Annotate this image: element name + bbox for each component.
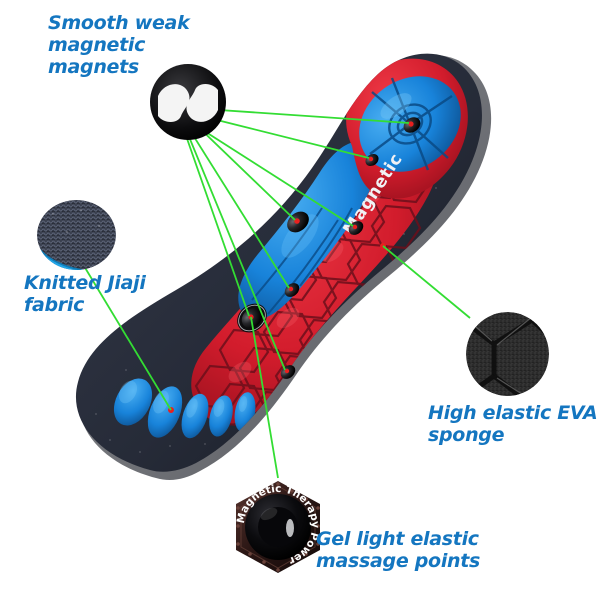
leader-magnet-midfoot-lower xyxy=(185,123,290,289)
leader-magnet-heel xyxy=(189,107,410,124)
knitted-fabric-swatch xyxy=(37,200,116,270)
leader-gel-massage xyxy=(250,316,279,479)
toe-pads xyxy=(113,378,256,439)
magnet-disc-swatch xyxy=(148,62,228,142)
magnet-point-heel xyxy=(403,117,421,133)
callout-label-gel-massage: Gel light elastic massage points xyxy=(316,528,481,572)
leader-magnet-forefoot xyxy=(184,126,286,371)
leader-knitted-fabric xyxy=(83,265,172,411)
hex-magnet-button: Magnetic Therapy Power xyxy=(230,478,326,576)
callout-label-eva-sponge: High elastic EVA sponge xyxy=(428,402,598,446)
magnet-point-heel-lower xyxy=(365,153,379,167)
eva-sponge-swatch xyxy=(466,312,549,396)
arch-blue-pad xyxy=(238,141,376,320)
leader-magnet-hex-forefoot xyxy=(183,129,250,317)
leader-eva-sponge xyxy=(382,245,471,319)
leader-magnet-midfoot-upper xyxy=(186,119,354,227)
callout-label-magnets: Smooth weak magnetic magnets xyxy=(48,12,190,78)
callout-label-knitted-fabric: Knitted Jiaji fabric xyxy=(24,272,146,316)
